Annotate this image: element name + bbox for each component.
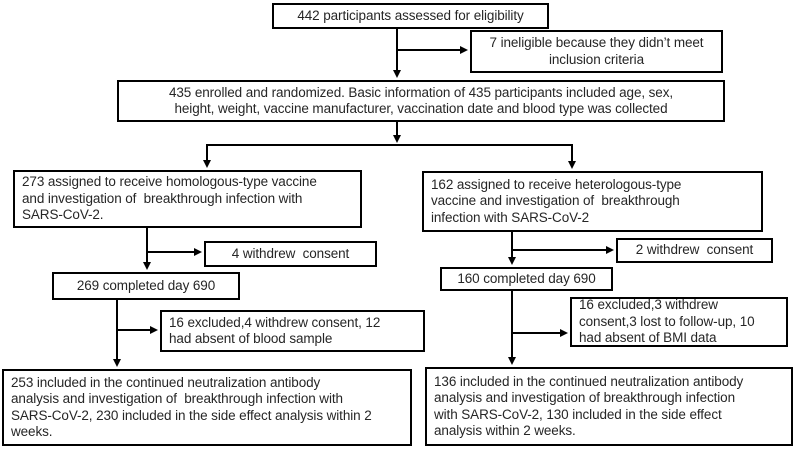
box-withdrew-heterologous: 2 withdrew consent — [616, 238, 773, 263]
excluded-homologous-text: 16 excluded,4 withdrew consent, 12 had a… — [169, 314, 381, 347]
box-completed-homologous: 269 completed day 690 — [52, 272, 240, 300]
completed-heterologous-text: 160 completed day 690 — [457, 270, 596, 286]
final-heterologous-text: 136 included in the continued neutraliza… — [434, 373, 744, 439]
box-enrolled-randomized: 435 enrolled and randomized. Basic infor… — [117, 80, 725, 122]
box-assessed-eligibility: 442 participants assessed for eligibilit… — [272, 3, 549, 29]
enrolled-randomized-text: 435 enrolled and randomized. Basic infor… — [168, 84, 674, 117]
box-homologous-assigned: 273 assigned to receive homologous-type … — [13, 170, 362, 228]
box-excluded-heterologous: 16 excluded,3 withdrew consent,3 lost to… — [570, 297, 788, 347]
excluded-heterologous-text: 16 excluded,3 withdrew consent,3 lost to… — [579, 297, 755, 346]
box-final-heterologous: 136 included in the continued neutraliza… — [425, 367, 793, 446]
heterologous-assigned-text: 162 assigned to receive heterologous-typ… — [431, 176, 682, 225]
box-final-homologous: 253 included in the continued neutraliza… — [2, 369, 412, 446]
box-completed-heterologous: 160 completed day 690 — [440, 267, 613, 291]
box-ineligible: 7 ineligible because they didn’t meet in… — [470, 30, 723, 73]
withdrew-heterologous-text: 2 withdrew consent — [635, 242, 754, 258]
final-homologous-text: 253 included in the continued neutraliza… — [11, 374, 372, 440]
box-excluded-homologous: 16 excluded,4 withdrew consent, 12 had a… — [160, 310, 425, 352]
completed-homologous-text: 269 completed day 690 — [76, 277, 216, 293]
ineligible-text: 7 ineligible because they didn’t meet in… — [489, 35, 704, 67]
withdrew-homologous-text: 4 withdrew consent — [231, 245, 350, 261]
box-heterologous-assigned: 162 assigned to receive heterologous-typ… — [422, 171, 763, 232]
homologous-assigned-text: 273 assigned to receive homologous-type … — [22, 174, 317, 223]
assessed-eligibility-text: 442 participants assessed for eligibilit… — [297, 7, 524, 23]
box-withdrew-homologous: 4 withdrew consent — [204, 241, 377, 267]
